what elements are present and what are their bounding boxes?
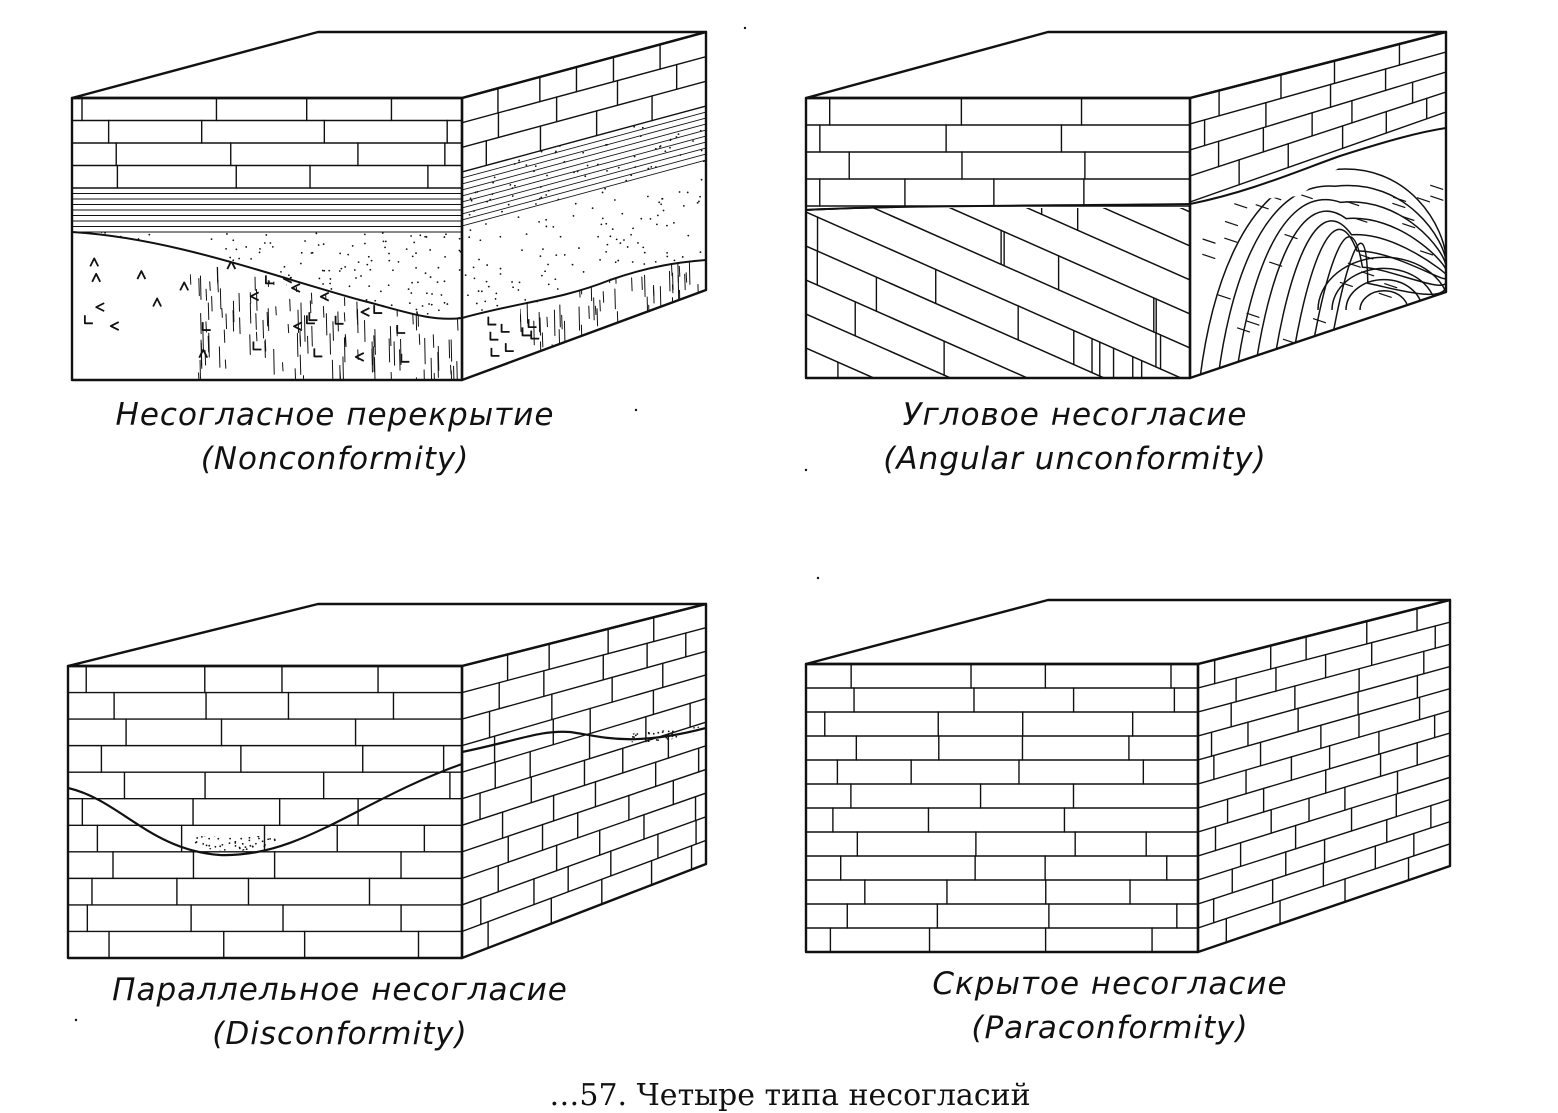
block-nonconformity — [70, 30, 708, 382]
caption-angular-ru: Угловое несогласие — [902, 397, 1248, 433]
caption-disconformity-ru: Параллельное несогласие — [112, 972, 568, 1008]
block-disconformity — [66, 602, 708, 960]
caption-disconformity: Параллельное несогласие (Disconformity) — [80, 968, 600, 1056]
block-paraconformity — [804, 598, 1452, 954]
block-angular-unconformity — [804, 30, 1448, 380]
caption-nonconformity-ru: Несогласное перекрытие — [115, 397, 555, 433]
caption-paraconformity-ru: Скрытое несогласие — [932, 966, 1288, 1002]
figure-title: …57. Четыре типа несогласий — [549, 1078, 1031, 1113]
caption-paraconformity: Скрытое несогласие (Paraconformity) — [860, 962, 1360, 1050]
caption-nonconformity-en: (Nonconformity) — [200, 441, 470, 477]
caption-disconformity-en: (Disconformity) — [212, 1016, 468, 1052]
caption-angular-unconformity: Угловое несогласие (Angular unconformity… — [820, 393, 1330, 481]
caption-nonconformity: Несогласное перекрытие (Nonconformity) — [90, 393, 580, 481]
caption-paraconformity-en: (Paraconformity) — [971, 1010, 1249, 1046]
caption-angular-en: (Angular unconformity) — [883, 441, 1267, 477]
